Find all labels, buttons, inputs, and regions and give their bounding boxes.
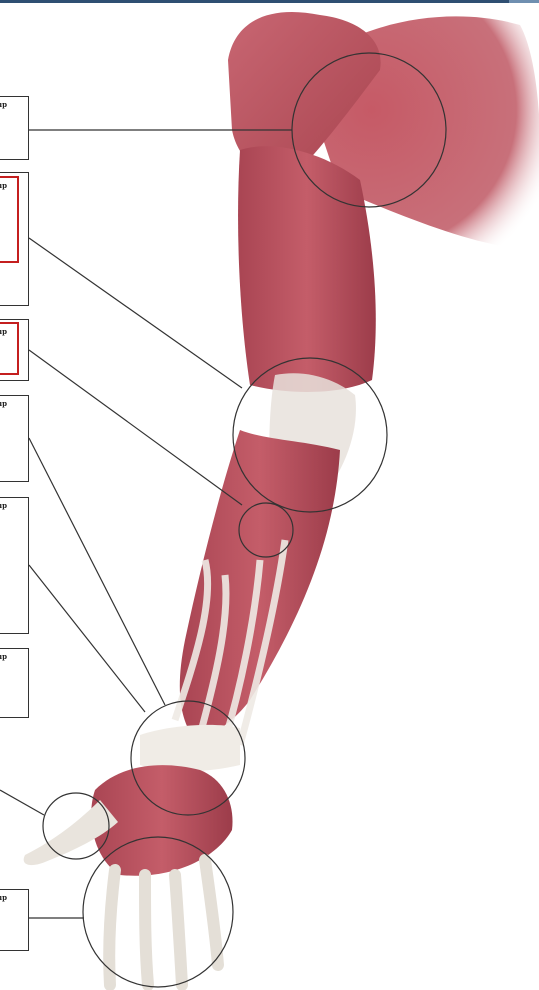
fingers [109,860,218,985]
wrist-retinaculum [140,725,240,772]
label-box-3-text: up [0,327,7,336]
label-box-2-selected-area[interactable]: up [0,176,19,263]
upper-arm-muscle [238,146,376,392]
label-box-2-selected-text: up [0,181,7,190]
label-box-6-text: up [0,652,7,661]
label-box-6[interactable]: up [0,648,29,718]
label-box-3[interactable]: up [0,322,19,375]
label-box-4-text: up [0,399,7,408]
leader-line-4 [29,438,165,705]
label-box-7[interactable]: up [0,889,29,951]
label-box-7-text: up [0,893,7,902]
leader-line-5 [29,565,145,712]
label-box-1[interactable]: up [0,96,29,160]
label-box-5[interactable]: up [0,497,29,634]
label-box-1-text: up [0,100,7,109]
label-box-4[interactable]: up [0,395,29,482]
leader-line-6 [0,790,44,815]
leader-line-2 [29,238,242,388]
label-box-5-text: up [0,501,7,510]
leader-line-3 [29,350,242,505]
